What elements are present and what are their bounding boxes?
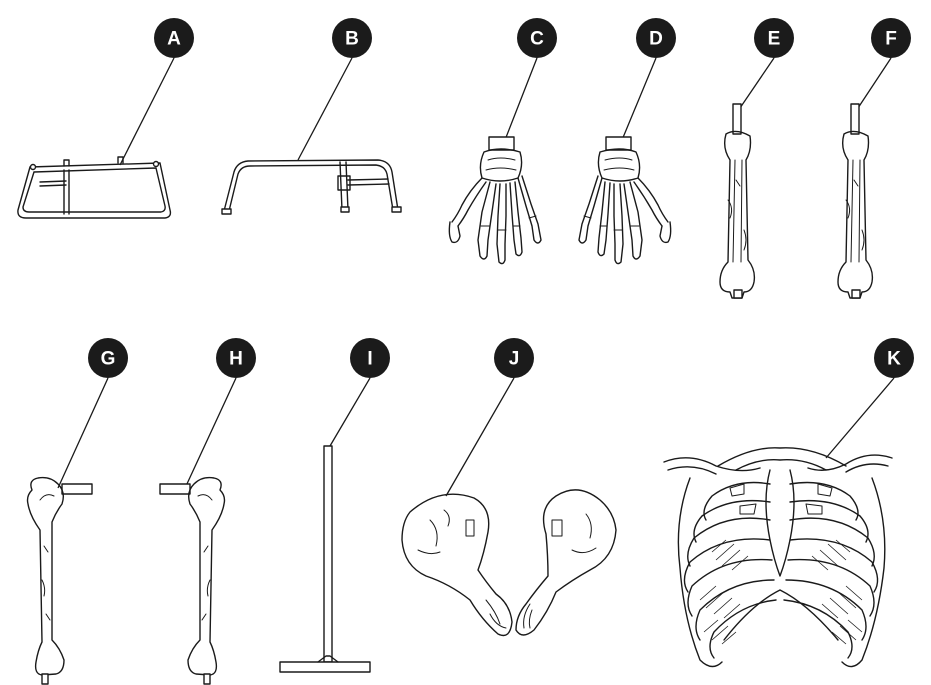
svg-text:H: H [229, 349, 243, 370]
svg-text:F: F [885, 29, 897, 50]
badge-k: K [874, 338, 914, 378]
part-d-hand [579, 58, 671, 264]
svg-text:D: D [649, 29, 663, 50]
badge-b: B [332, 18, 372, 58]
part-c-hand [449, 58, 541, 264]
svg-text:E: E [768, 29, 781, 50]
badge-i: I [350, 338, 390, 378]
badge-f: F [871, 18, 911, 58]
badge-h: H [216, 338, 256, 378]
svg-text:J: J [509, 349, 520, 370]
badge-c: C [517, 18, 557, 58]
part-e-forearm [720, 58, 774, 298]
part-f-forearm [838, 58, 891, 298]
part-i-stand [280, 378, 370, 672]
badge-j: J [494, 338, 534, 378]
badge-e: E [754, 18, 794, 58]
part-b-frame [222, 58, 401, 214]
svg-text:B: B [345, 29, 359, 50]
part-a-frame [18, 58, 174, 218]
part-j-pelvis [402, 378, 616, 636]
part-h-femur [160, 378, 236, 684]
part-k-ribcage [664, 378, 894, 667]
badge-g: G [88, 338, 128, 378]
svg-text:K: K [887, 349, 901, 370]
badge-a: A [154, 18, 194, 58]
svg-text:I: I [367, 349, 372, 370]
svg-text:A: A [167, 29, 181, 50]
svg-text:G: G [101, 349, 116, 370]
svg-text:C: C [530, 29, 544, 50]
part-g-femur [28, 378, 109, 684]
badge-d: D [636, 18, 676, 58]
